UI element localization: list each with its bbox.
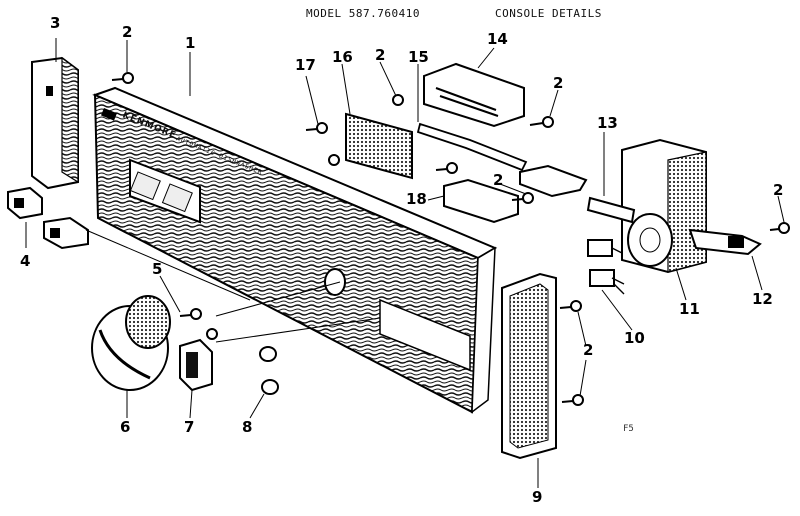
callout-2: 2 (583, 341, 594, 359)
callout-8: 8 (242, 418, 253, 436)
latch-assembly (7, 186, 89, 250)
circuit-board (345, 112, 413, 180)
top-bracket (423, 62, 525, 128)
push-buttons (259, 346, 279, 395)
callout-6: 6 (120, 418, 131, 436)
small-bracket (443, 178, 519, 224)
timer-shaft (586, 196, 636, 224)
callout-10: 10 (624, 329, 645, 347)
callout-2: 2 (375, 46, 386, 64)
leader-lines (25, 38, 785, 488)
callout-12: 12 (752, 290, 773, 308)
screws (111, 72, 790, 406)
contact-strip (416, 122, 528, 172)
callout-4: 4 (20, 252, 31, 270)
callout-17: 17 (295, 56, 316, 74)
timer-knob (91, 295, 171, 391)
mounting-bracket (688, 228, 762, 256)
knob-shaft-hole (324, 268, 346, 296)
callout-18: 18 (406, 190, 427, 208)
rocker-switch (179, 338, 213, 392)
console-panel: KENMORE AUTOMATIC DISHWASHER (92, 86, 498, 414)
side-trim-strip (501, 272, 557, 460)
timer-motor (621, 138, 707, 274)
footnote-code: F5 (623, 424, 634, 434)
callout-13: 13 (597, 114, 618, 132)
callout-2: 2 (553, 74, 564, 92)
callout-15: 15 (408, 48, 429, 66)
switch-bracket (519, 164, 588, 198)
model-number: MODEL 587.760410 (306, 7, 420, 20)
callout-3: 3 (50, 14, 61, 32)
left-end-cap (31, 56, 79, 190)
callout-1: 1 (185, 34, 196, 52)
callout-2: 2 (122, 23, 133, 41)
callout-2: 2 (493, 171, 504, 189)
callout-7: 7 (184, 418, 195, 436)
callout-14: 14 (487, 30, 508, 48)
callout-11: 11 (679, 300, 700, 318)
callout-16: 16 (332, 48, 353, 66)
callout-2: 2 (773, 181, 784, 199)
callout-9: 9 (532, 488, 543, 506)
diagram-title: CONSOLE DETAILS (495, 7, 602, 20)
callout-5: 5 (152, 260, 163, 278)
button-opening (379, 298, 471, 372)
switch-terminals (587, 239, 625, 295)
